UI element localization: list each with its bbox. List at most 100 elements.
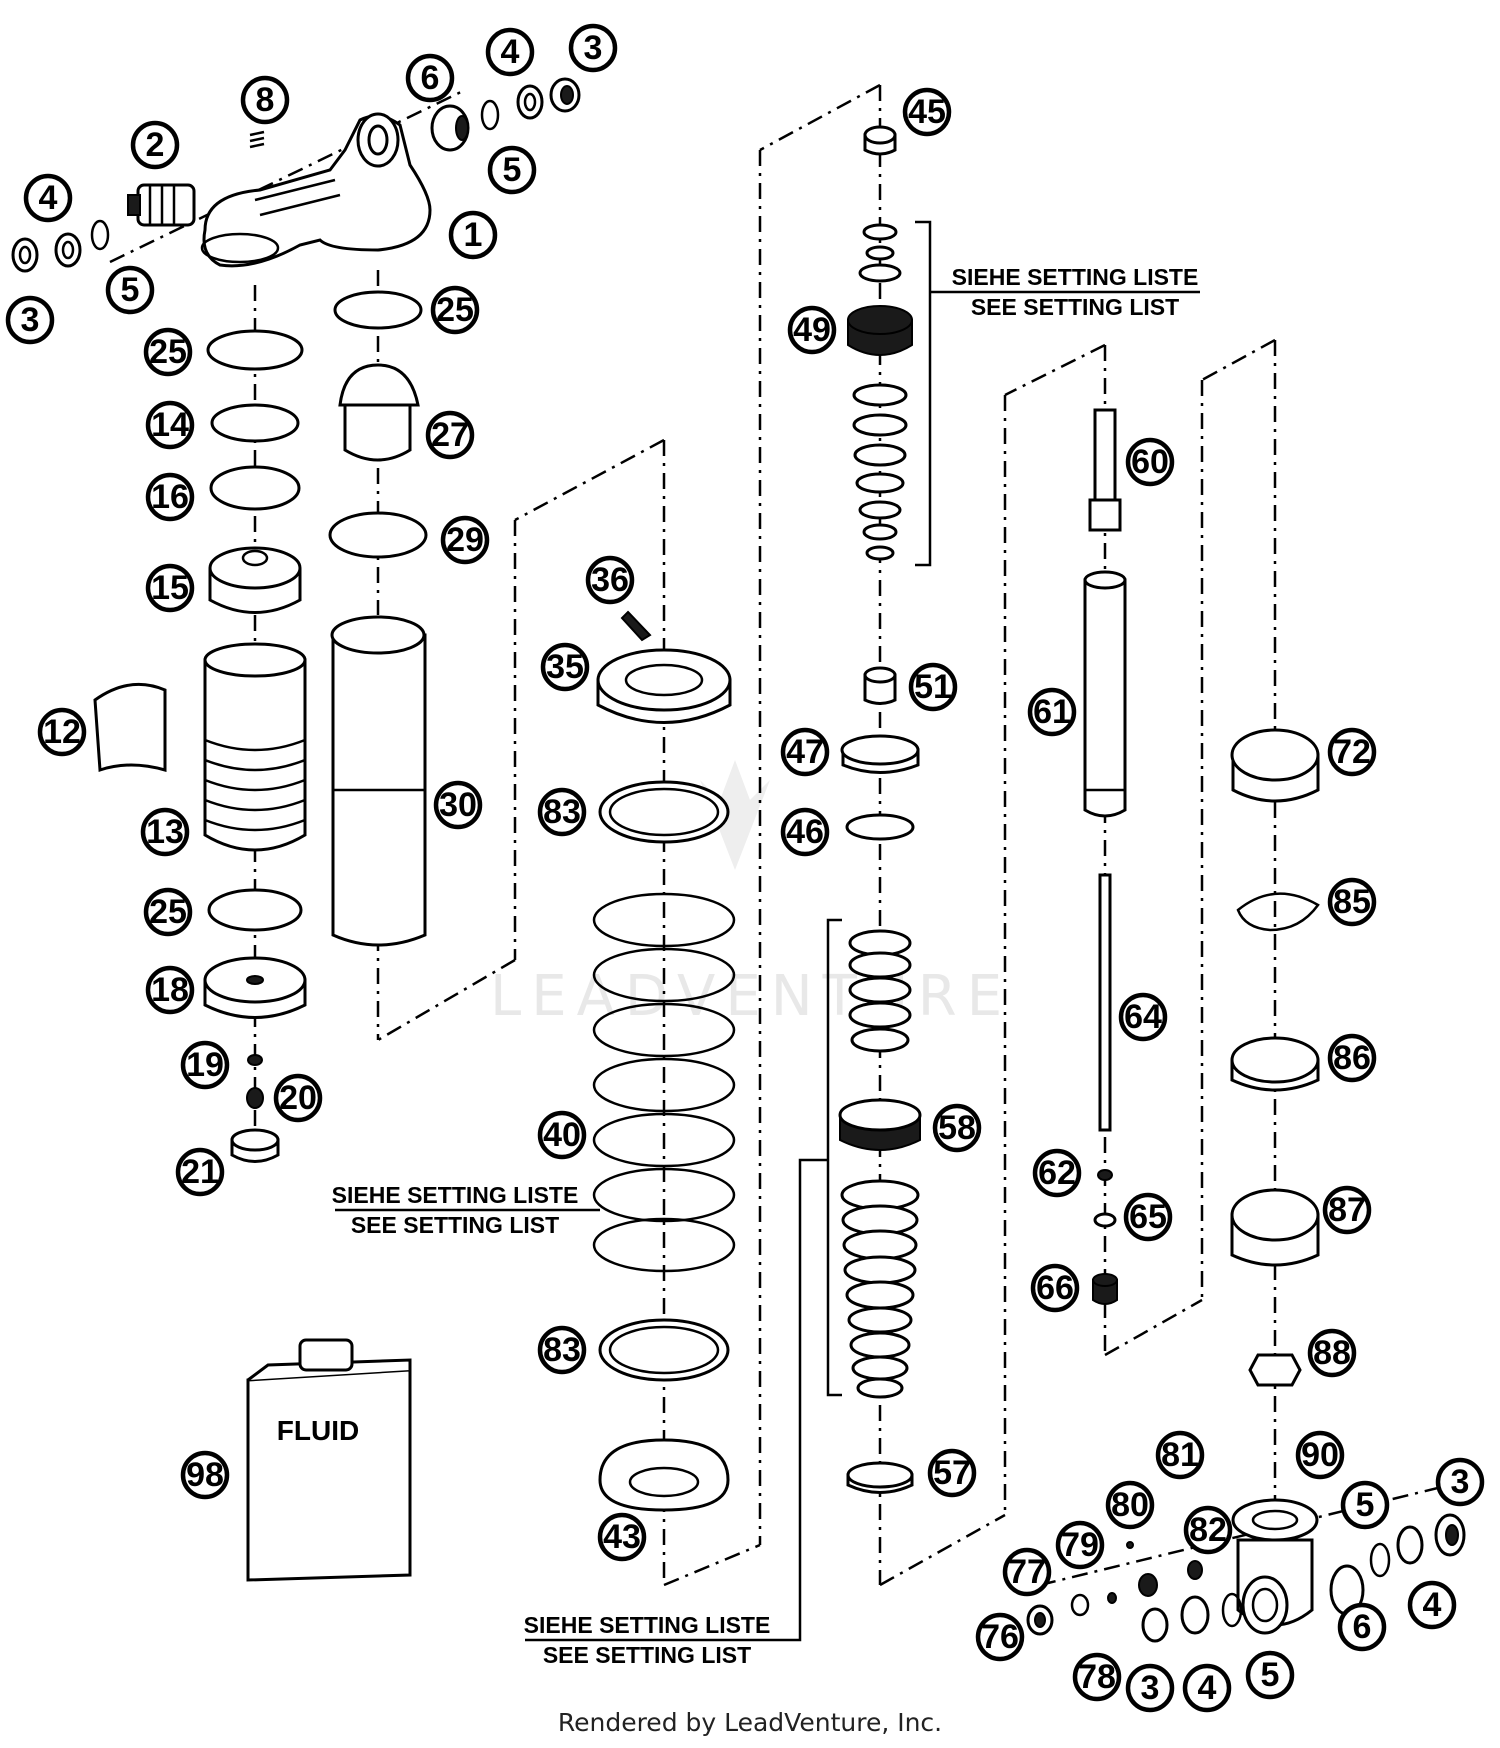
callout-98: 98 xyxy=(180,1450,230,1500)
callout-5a: 5 xyxy=(487,145,537,195)
callout-77: 77 xyxy=(1002,1547,1052,1597)
svg-text:85: 85 xyxy=(1333,883,1371,921)
callout-80: 80 xyxy=(1105,1480,1155,1530)
callout-14: 14 xyxy=(145,400,195,450)
svg-text:36: 36 xyxy=(591,561,629,599)
svg-text:82: 82 xyxy=(1189,1511,1227,1549)
callout-46: 46 xyxy=(780,807,830,857)
callout-47: 47 xyxy=(780,727,830,777)
svg-text:6: 6 xyxy=(1353,1608,1372,1646)
svg-text:4: 4 xyxy=(39,179,58,217)
svg-text:87: 87 xyxy=(1328,1191,1366,1229)
callout-19: 19 xyxy=(180,1040,230,1090)
svg-text:60: 60 xyxy=(1131,443,1169,481)
svg-text:25: 25 xyxy=(149,333,187,371)
callout-43: 43 xyxy=(597,1512,647,1562)
callout-4a: 4 xyxy=(485,27,535,77)
svg-text:3: 3 xyxy=(1141,1669,1160,1707)
callout-3a: 3 xyxy=(568,23,618,73)
svg-text:18: 18 xyxy=(151,971,189,1009)
svg-text:78: 78 xyxy=(1078,1658,1116,1696)
callout-5b: 5 xyxy=(105,265,155,315)
svg-text:4: 4 xyxy=(501,33,520,71)
svg-text:57: 57 xyxy=(933,1454,971,1492)
svg-text:80: 80 xyxy=(1111,1486,1149,1524)
callout-3d: 3 xyxy=(1125,1663,1175,1713)
svg-text:5: 5 xyxy=(1261,1656,1280,1694)
callout-25b: 25 xyxy=(430,285,480,335)
svg-text:16: 16 xyxy=(151,478,189,516)
callout-83a: 83 xyxy=(537,787,587,837)
setting-brackets xyxy=(335,220,1200,1642)
callout-45: 45 xyxy=(902,87,952,137)
callout-36: 36 xyxy=(585,555,635,605)
svg-text:40: 40 xyxy=(543,1116,581,1154)
callout-8: 8 xyxy=(240,75,290,125)
svg-text:83: 83 xyxy=(543,793,581,831)
callout-57: 57 xyxy=(927,1448,977,1498)
svg-text:27: 27 xyxy=(431,416,469,454)
setting-note-spring-line1: SIEHE SETTING LISTE xyxy=(332,1182,579,1208)
callout-76: 76 xyxy=(975,1612,1025,1662)
callout-25a: 25 xyxy=(143,327,193,377)
callout-35: 35 xyxy=(540,642,590,692)
svg-text:79: 79 xyxy=(1061,1526,1099,1564)
svg-text:3: 3 xyxy=(584,29,603,67)
svg-text:2: 2 xyxy=(146,126,165,164)
callout-85: 85 xyxy=(1327,877,1377,927)
svg-text:21: 21 xyxy=(181,1153,219,1191)
callout-3c: 3 xyxy=(1435,1457,1485,1507)
callout-16: 16 xyxy=(145,472,195,522)
callout-27: 27 xyxy=(425,410,475,460)
svg-text:19: 19 xyxy=(186,1046,224,1084)
svg-text:66: 66 xyxy=(1036,1269,1074,1307)
svg-text:5: 5 xyxy=(503,151,522,189)
watermark-text: LEADVENTURE xyxy=(490,964,1012,1029)
watermark: LEADVENTURE xyxy=(490,760,1012,1029)
svg-text:4: 4 xyxy=(1198,1669,1217,1707)
callout-13: 13 xyxy=(140,807,190,857)
svg-text:61: 61 xyxy=(1033,693,1071,731)
callout-20: 20 xyxy=(273,1073,323,1123)
callout-21: 21 xyxy=(175,1147,225,1197)
setting-note-top: SIEHE SETTING LISTE SEE SETTING LIST xyxy=(952,264,1199,320)
callout-1: 1 xyxy=(448,210,498,260)
callout-86: 86 xyxy=(1327,1033,1377,1083)
svg-text:64: 64 xyxy=(1124,998,1162,1036)
svg-text:90: 90 xyxy=(1301,1436,1339,1474)
callout-2: 2 xyxy=(130,120,180,170)
svg-text:47: 47 xyxy=(786,733,824,771)
svg-text:45: 45 xyxy=(908,93,946,131)
callout-81: 81 xyxy=(1155,1430,1205,1480)
svg-text:30: 30 xyxy=(439,786,477,824)
callout-5d: 5 xyxy=(1245,1650,1295,1700)
callout-90: 90 xyxy=(1295,1430,1345,1480)
svg-text:83: 83 xyxy=(543,1331,581,1369)
callout-4c: 4 xyxy=(1407,1580,1457,1630)
callout-6b: 6 xyxy=(1337,1602,1387,1652)
callout-88: 88 xyxy=(1307,1328,1357,1378)
callout-49: 49 xyxy=(787,305,837,355)
callout-83b: 83 xyxy=(537,1325,587,1375)
callout-4b: 4 xyxy=(23,173,73,223)
callout-65: 65 xyxy=(1123,1192,1173,1242)
callout-40: 40 xyxy=(537,1110,587,1160)
svg-text:25: 25 xyxy=(436,291,474,329)
callout-51: 51 xyxy=(908,662,958,712)
setting-note-spring-line2: SEE SETTING LIST xyxy=(351,1212,559,1238)
svg-text:86: 86 xyxy=(1333,1039,1371,1077)
svg-text:5: 5 xyxy=(121,271,140,309)
callout-29: 29 xyxy=(440,515,490,565)
svg-text:35: 35 xyxy=(546,648,584,686)
setting-note-top-line1: SIEHE SETTING LISTE xyxy=(952,264,1199,290)
svg-text:58: 58 xyxy=(938,1109,976,1147)
callout-3b: 3 xyxy=(5,295,55,345)
callout-78: 78 xyxy=(1072,1652,1122,1702)
svg-text:43: 43 xyxy=(603,1518,641,1556)
callout-18: 18 xyxy=(145,965,195,1015)
callout-79: 79 xyxy=(1055,1520,1105,1570)
callout-30: 30 xyxy=(433,780,483,830)
callout-64: 64 xyxy=(1118,992,1168,1042)
svg-text:65: 65 xyxy=(1129,1198,1167,1236)
